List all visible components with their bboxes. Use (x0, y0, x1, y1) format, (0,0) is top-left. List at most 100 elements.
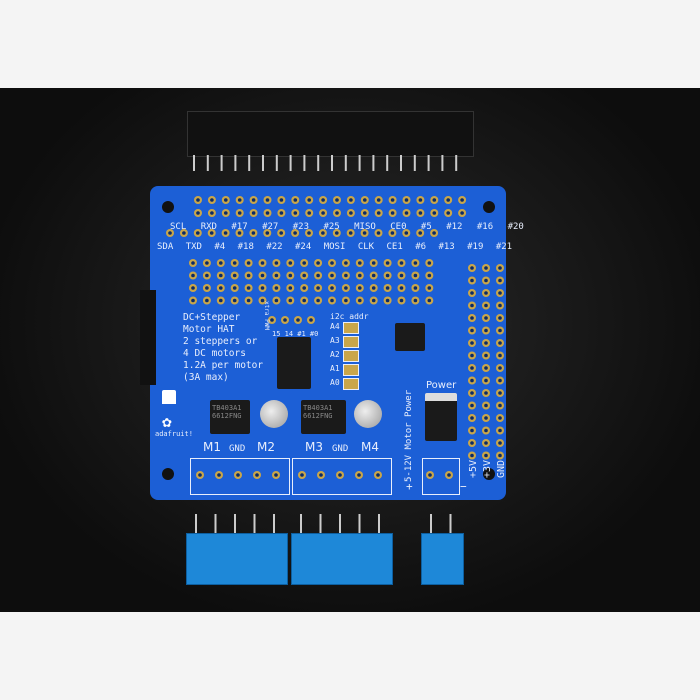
pad-hole (274, 273, 279, 278)
pad-hole (498, 303, 502, 308)
pad-hole (344, 273, 348, 278)
pad-hole (484, 291, 488, 295)
gpio-bottom-label: #18 (237, 242, 254, 252)
capacitor-2 (354, 400, 382, 428)
power-label: Power (426, 380, 457, 391)
gpio-bottom-labels: SDA TXD #4 #18 #22 #24 MOSI CLK CE1 #6 #… (157, 242, 512, 252)
pad-hole (418, 231, 423, 235)
pad-hole (191, 286, 195, 290)
pad-hole (205, 298, 209, 303)
pad-hole (362, 231, 367, 235)
pad-hole (418, 211, 423, 215)
description-line: Motor HAT (183, 324, 235, 335)
header-pin (413, 155, 416, 171)
header-pin (303, 155, 306, 171)
pad-hole (498, 391, 502, 395)
pad-hole (427, 273, 432, 278)
pad-hole (279, 211, 284, 215)
header-pin (372, 155, 375, 171)
pad-hole (283, 318, 287, 322)
pad-hole (358, 273, 362, 278)
pad-hole (371, 261, 376, 265)
header-pin (317, 155, 320, 171)
header-pin (441, 155, 444, 171)
m4-label: M4 (361, 440, 379, 454)
pad-hole (251, 211, 256, 215)
pad-hole (309, 318, 313, 322)
pad-hole (219, 261, 223, 265)
description-line: 4 DC motors (183, 348, 246, 359)
header-pin (206, 155, 209, 171)
pad-hole (255, 473, 259, 477)
pad-hole (210, 211, 214, 215)
pad-hole (191, 273, 195, 278)
pad-hole (470, 441, 474, 445)
pad-hole (376, 473, 380, 477)
pad-hole (418, 198, 423, 202)
pad-hole (376, 198, 381, 202)
pad-hole (274, 298, 279, 303)
pad-hole (484, 403, 488, 408)
addr-jumper-label: A1 (330, 364, 340, 373)
pad-hole (344, 286, 348, 290)
pad-hole (446, 211, 451, 215)
pad-hole (205, 273, 209, 278)
pad-hole (198, 473, 202, 477)
pad-hole (470, 391, 474, 395)
pad-hole (296, 318, 300, 322)
pad-hole (209, 231, 214, 235)
adafruit-logo-text: adafruit! (155, 430, 193, 438)
pad-hole (484, 303, 488, 308)
pad-hole (288, 286, 293, 290)
pad-hole (470, 353, 474, 358)
pad-hole (302, 298, 307, 303)
pad-hole (330, 286, 334, 290)
pad-hole (232, 273, 237, 278)
pad-hole (274, 286, 279, 290)
gnd2-label: GND (332, 444, 349, 454)
pad-hole (316, 298, 320, 303)
pad-hole (376, 231, 381, 235)
pad-hole (498, 266, 502, 270)
pwm-pins-label: 15 14 #1 #0 (272, 330, 319, 338)
gpio-top-label: #20 (507, 222, 524, 232)
gpio-bottom-label: #22 (266, 242, 283, 252)
i2c-addr-label: i2c addr (330, 312, 369, 321)
header-pin (289, 155, 292, 171)
pad-hole (348, 231, 353, 235)
motor-terminal-outline-2 (292, 458, 392, 495)
pad-hole (498, 291, 502, 295)
pad-hole (399, 261, 404, 265)
header-pin (358, 155, 361, 171)
pad-hole (270, 318, 274, 322)
pwm-controller-chip (277, 337, 311, 389)
pad-hole (307, 198, 312, 202)
pad-hole (470, 291, 474, 295)
terminal-pin (300, 514, 302, 536)
pad-hole (427, 286, 432, 290)
terminal-block-5pin-2 (291, 533, 393, 585)
chip-marking: TB403A1 (303, 404, 333, 412)
pad-hole (265, 211, 270, 215)
gpio-bottom-label: #21 (495, 242, 513, 252)
pad-hole (302, 261, 307, 265)
pad-hole (470, 278, 474, 283)
pad-hole (246, 286, 251, 290)
pad-hole (470, 341, 474, 345)
pad-hole (232, 286, 237, 290)
header-pin (386, 155, 389, 171)
pad-hole (279, 231, 284, 235)
power-mosfet (425, 393, 457, 441)
regulator-chip (395, 323, 425, 351)
pad-hole (484, 341, 488, 345)
pad-hole (330, 273, 334, 278)
pad-hole (390, 211, 395, 215)
addr-jumper-pad (343, 364, 359, 376)
pad-hole (168, 231, 172, 235)
addr-jumper-label: A4 (330, 322, 340, 331)
capacitor-1 (260, 400, 288, 428)
pad-hole (349, 198, 353, 202)
pad-hole (246, 273, 251, 278)
